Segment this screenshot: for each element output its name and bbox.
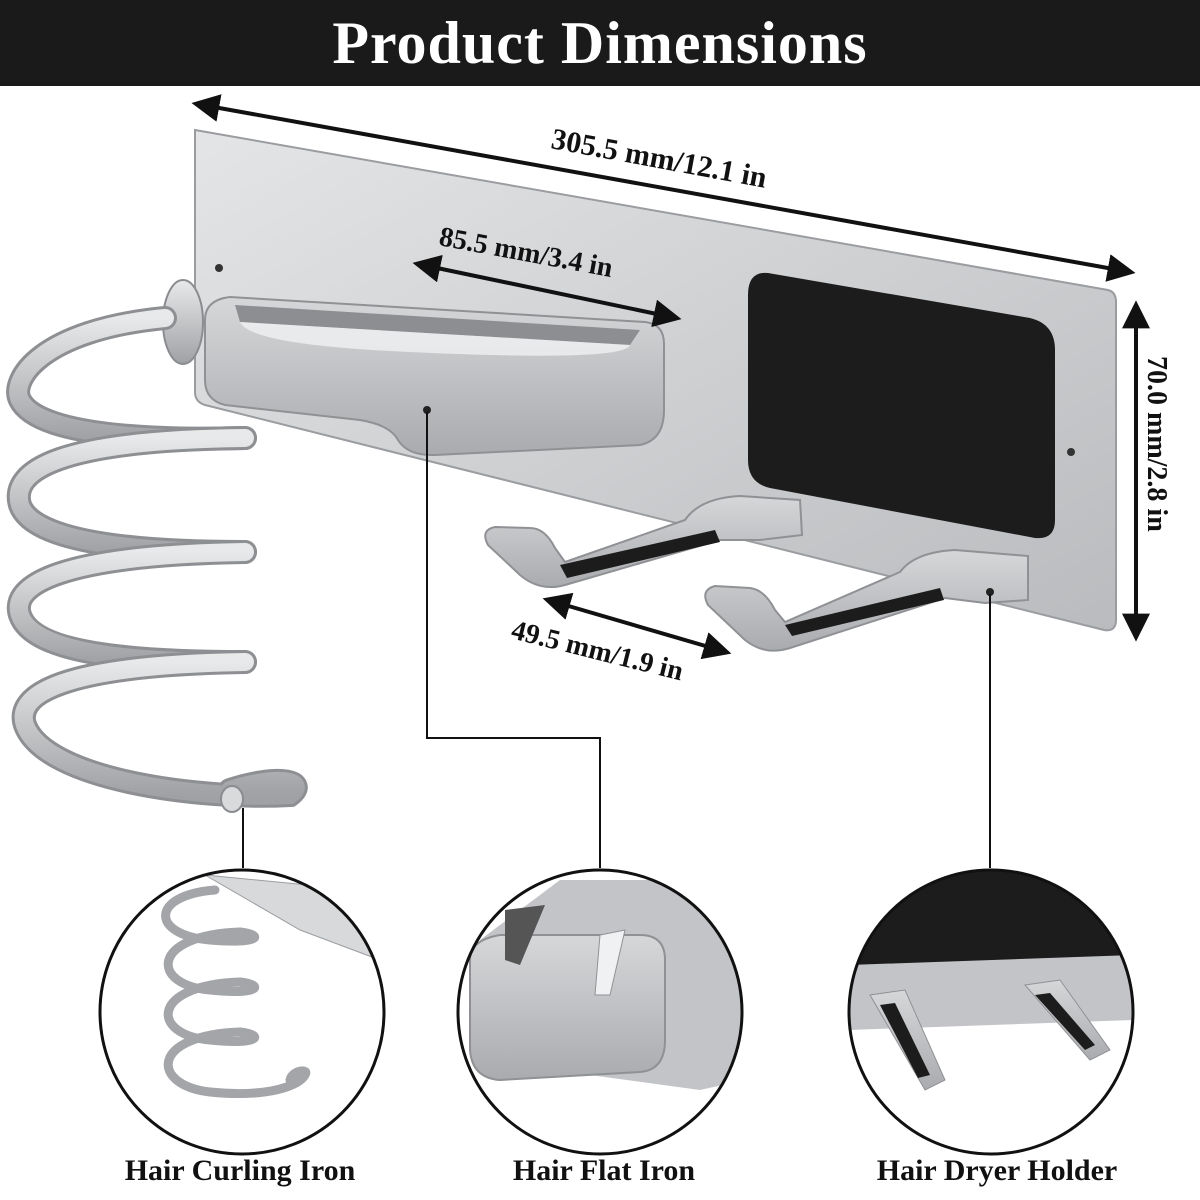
coil-end (220, 785, 244, 813)
detail-flat-iron (456, 868, 744, 1156)
callout-dot-dryer (986, 588, 994, 596)
hook-spacing-label: 49.5 mm/1.9 in (508, 615, 686, 688)
caption-curling-iron: Hair Curling Iron (125, 1154, 356, 1187)
length-label: 305.5 mm/12.1 in (549, 122, 770, 194)
callout-lines (242, 412, 991, 868)
flat-iron-cup (204, 295, 665, 457)
hook-spacing-arrow (542, 592, 732, 660)
screw-hole-left (215, 264, 223, 272)
detail-curling-iron (98, 868, 386, 1156)
length-arrow (191, 94, 1136, 282)
dryer-hook-back (484, 494, 804, 588)
height-label: 70.0 mm/2.8 in (1141, 356, 1172, 532)
cup-width-arrow (412, 254, 682, 328)
header-bar: Product Dimensions (0, 0, 1200, 86)
caption-hair-dryer-holder: Hair Dryer Holder (877, 1154, 1118, 1187)
curling-iron-coil (6, 306, 308, 808)
hair-dryer-pad (748, 272, 1055, 539)
dryer-hook-front (704, 548, 1029, 652)
caption-flat-iron: Hair Flat Iron (513, 1154, 696, 1187)
screw-hole-right (1067, 448, 1075, 456)
detail-hair-dryer-holder (847, 868, 1135, 1156)
page-title: Product Dimensions (332, 10, 868, 76)
callout-dot-flat-iron (423, 406, 431, 414)
